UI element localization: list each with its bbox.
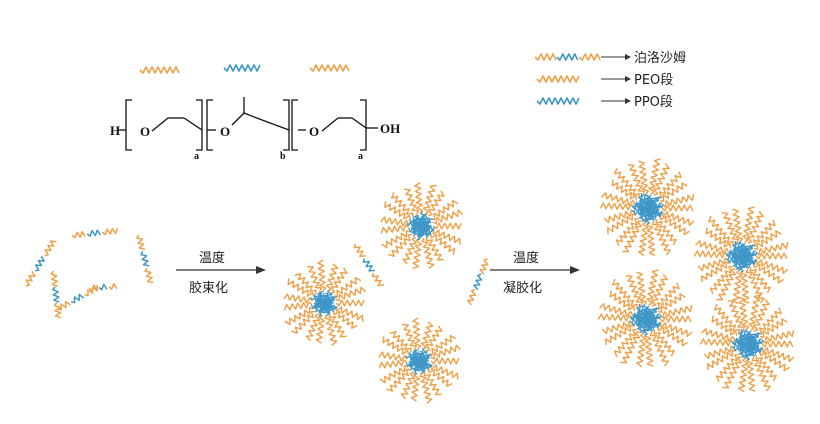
step2-condition: 温度	[513, 250, 539, 266]
legend-peo-symbol	[536, 75, 580, 83]
formula-o3: O	[309, 124, 319, 139]
step1-condition: 温度	[199, 250, 225, 266]
ppo-segment-middle	[223, 64, 261, 72]
unimer	[57, 284, 98, 311]
formula-o1: O	[140, 124, 150, 139]
micelle	[380, 182, 464, 270]
micelle	[378, 317, 462, 404]
gel-micelle	[693, 206, 789, 305]
legend-ppo-label: PPO段	[634, 95, 673, 110]
formula-o2: O	[220, 124, 230, 139]
step-arrow-micellization	[176, 266, 266, 274]
gel-micelle	[599, 158, 695, 257]
gel-micelle	[699, 294, 795, 393]
unimer	[466, 258, 489, 306]
legend-poloxamer-label: 泊洛沙姆	[634, 51, 686, 66]
step2-process: 凝胶化	[503, 280, 542, 296]
legend-ppo-symbol	[536, 97, 580, 105]
legend: 泊洛沙姆 PEO段 PPO段	[534, 51, 686, 110]
unimer	[136, 234, 154, 284]
legend-peo-arrow	[601, 76, 631, 82]
formula-subscript-a2: a	[358, 151, 363, 162]
unimer	[71, 227, 119, 239]
legend-ppo-arrow	[601, 98, 631, 104]
step-arrow-gelation	[490, 266, 580, 274]
legend-poloxamer-arrow	[601, 54, 631, 60]
formula-subscript-a1: a	[194, 151, 199, 162]
unimer	[50, 270, 62, 319]
formula-h: H	[110, 123, 120, 138]
unimer	[353, 243, 384, 287]
formula-oh: OH	[380, 121, 400, 136]
peo-segment-left	[139, 66, 180, 74]
step1-process: 胶束化	[189, 280, 228, 296]
unimer	[25, 240, 57, 287]
peo-segment-right	[309, 64, 350, 72]
legend-poloxamer-symbol	[534, 53, 601, 61]
formula-subscript-b: b	[280, 151, 286, 162]
gel-micelle	[597, 269, 693, 368]
chemical-formula	[117, 97, 378, 151]
unimer	[88, 282, 118, 292]
micelle	[283, 259, 367, 346]
legend-peo-label: PEO段	[634, 73, 673, 88]
